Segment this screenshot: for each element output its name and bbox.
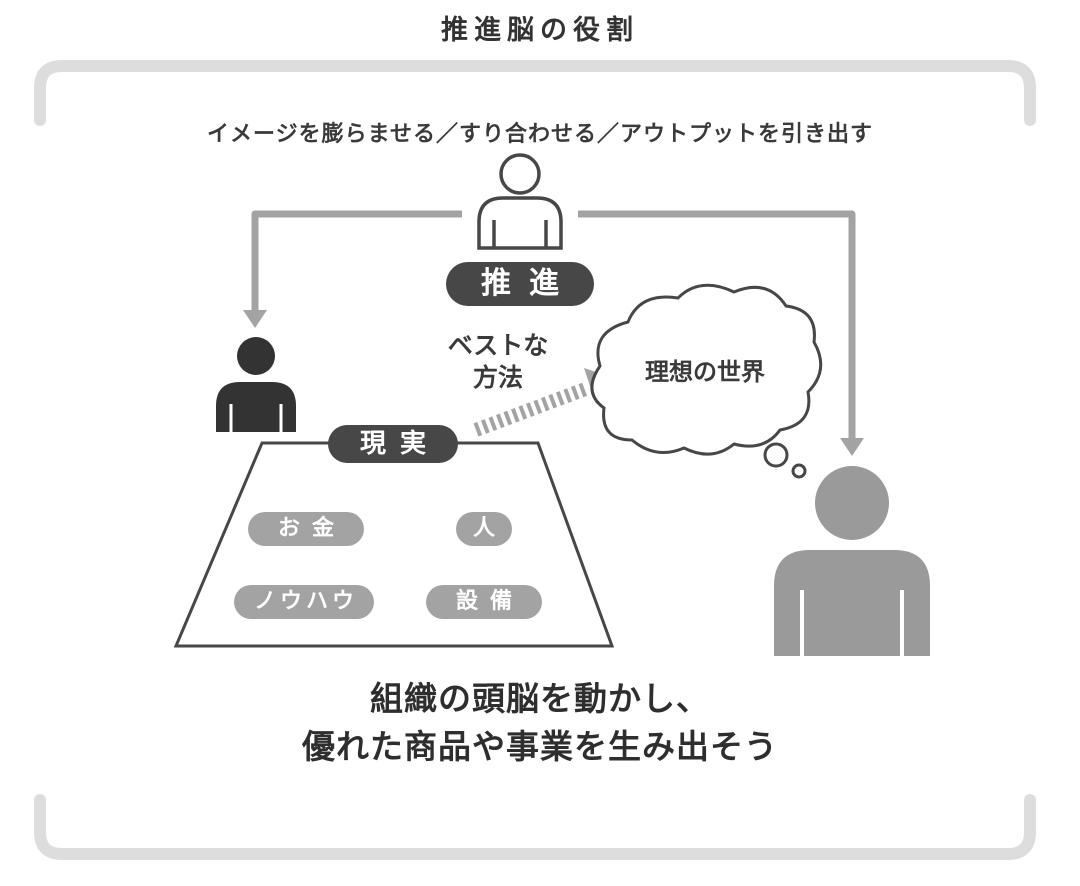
arrow-head-left [243,310,267,328]
cloud-bubble-small [791,463,807,479]
resource-knowhow: ノウハウ [234,585,374,619]
best-method-line1: ベストな [447,331,549,360]
diagram-subtitle: イメージを膨らませる／すり合わせる／アウトプットを引き出す [207,122,873,147]
message-line1: 組織の頭脳を動かし、 [370,679,710,718]
resource-money: お金 [248,512,364,546]
best-method-line2: 方法 [472,363,523,392]
role-tag-genjitsu: 現実 [328,425,458,463]
arrow-to-right-person [578,210,856,440]
ideal-world-label: 理想の世界 [645,358,765,386]
cloud-bubble-large [763,442,789,468]
role-tag-suishin: 推進 [446,262,594,306]
message-line2: 優れた商品や事業を生み出そう [302,727,778,766]
diagram-title: 推進脳の役割 [441,15,639,46]
promoter-person-icon [477,153,563,250]
resource-equipment: 設備 [426,585,542,619]
best-method-arrow [473,381,591,437]
frame-bottom [34,794,1036,860]
ideal-world-cloud [590,283,823,456]
resource-people: 人 [456,512,512,546]
right-person-icon [774,466,930,656]
left-person-icon [216,337,296,432]
arrow-to-left-person [251,210,462,312]
frame-top [34,60,1036,126]
arrow-head-right [840,438,864,456]
best-method-label: ベストな 方法 [428,330,568,394]
